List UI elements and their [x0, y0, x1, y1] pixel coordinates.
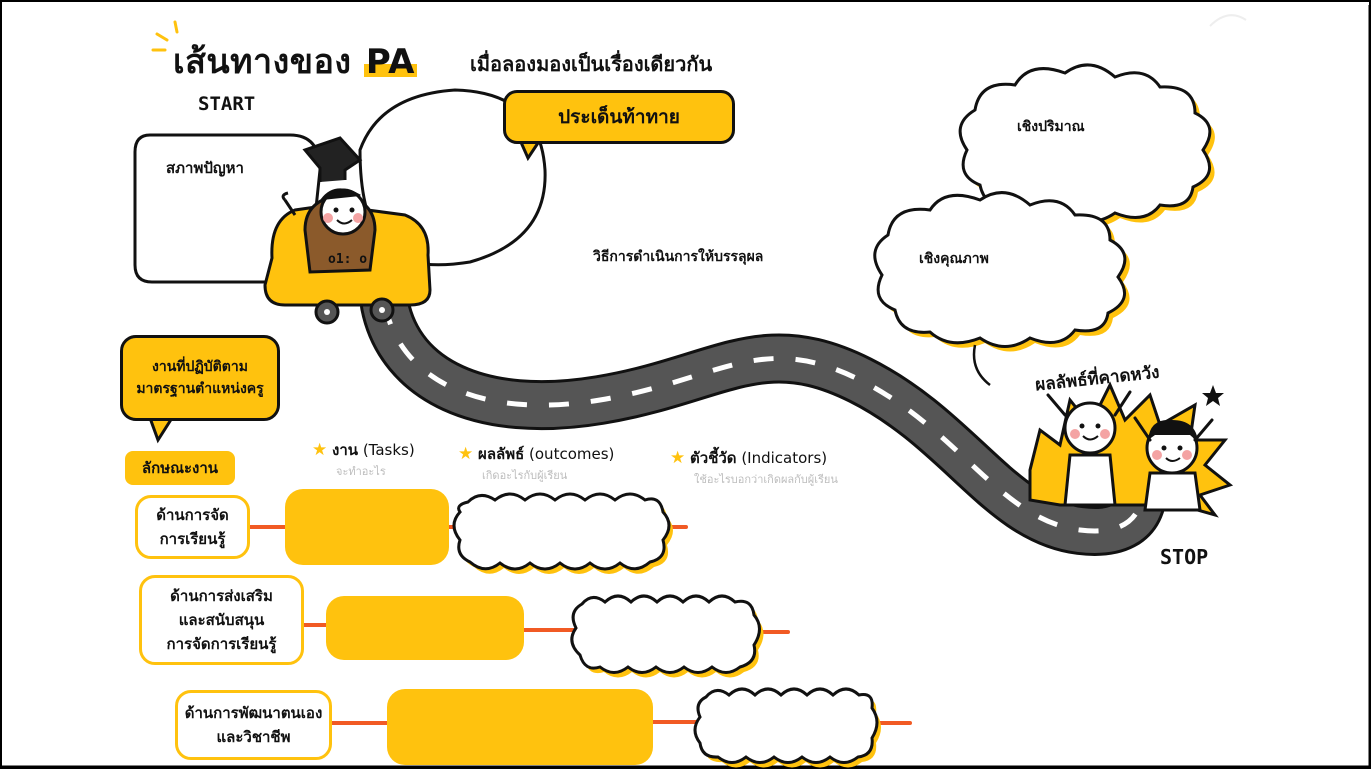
sparkle-icon — [151, 20, 179, 52]
corner-decoration — [1209, 14, 1247, 27]
page-title: เส้นทางของ PA — [173, 34, 417, 88]
quantitative-label: เชิงปริมาณ — [1017, 119, 1085, 135]
column-sub: จะทำอะไร — [336, 465, 386, 478]
task-box-row3[interactable] — [387, 689, 653, 765]
title-main: เส้นทางของ — [173, 42, 352, 82]
column-sub: ใช้อะไรบอกว่าเกิดผลกับผู้เรียน — [694, 473, 838, 486]
celebrating-kids-illustration — [1028, 381, 1234, 518]
row-label-line2: การเรียนรู้ — [159, 530, 226, 548]
road-dashes — [382, 304, 1143, 534]
task-box-row2[interactable] — [326, 596, 524, 660]
column-header-indicators: ★ ตัวชี้วัด (Indicators) ใช้อะไรบอกว่าเก… — [670, 446, 838, 488]
row-label-support: ด้านการส่งเสริม และสนับสนุน การจัดการเรี… — [139, 575, 304, 665]
qualitative-cloud — [873, 191, 1127, 348]
row-label-line2: และวิชาชีพ — [216, 728, 291, 746]
challenge-box: ประเด็นท้าทาย — [503, 90, 735, 144]
column-english: (outcomes) — [529, 445, 615, 463]
row-label-line1: ด้านการพัฒนาตนเอง — [184, 704, 323, 722]
star-icon: ★ — [312, 440, 328, 460]
column-header-outcomes: ★ ผลลัพธ์ (outcomes) เกิดอะไรกับผู้เรียน — [458, 442, 614, 484]
method-label: วิธีการดำเนินการให้บรรลุผล — [593, 249, 764, 265]
star-icon: ★ — [670, 448, 686, 468]
column-title: ผลลัพธ์ — [478, 445, 525, 463]
column-title: งาน — [332, 441, 359, 459]
column-english: (Indicators) — [741, 449, 828, 467]
star-icon — [1202, 385, 1224, 406]
column-english: (Tasks) — [362, 441, 415, 459]
row-label-development: ด้านการพัฒนาตนเอง และวิชาชีพ — [175, 690, 332, 760]
row-label-line3: การจัดการเรียนรู้ — [166, 635, 277, 653]
row-label-learning: ด้านการจัด การเรียนรู้ — [135, 495, 250, 559]
work-nature-label: ลักษณะงาน — [141, 459, 219, 477]
row-label-line2: และสนับสนุน — [178, 611, 265, 629]
car-illustration: o1: o — [263, 136, 432, 325]
page-subtitle: เมื่อลองมองเป็นเรื่องเดียวกัน — [470, 52, 713, 76]
column-sub: เกิดอะไรกับผู้เรียน — [482, 469, 568, 482]
row-label-line1: ด้านการจัด — [156, 506, 229, 524]
qualitative-label: เชิงคุณภาพ — [919, 251, 989, 267]
standards-bubble: งานที่ปฏิบัติตาม มาตรฐานตำแหน่งครู — [120, 335, 280, 421]
challenge-label: ประเด็นท้าทาย — [558, 106, 680, 128]
task-box-row1[interactable] — [285, 489, 449, 565]
standards-line1: งานที่ปฏิบัติตาม — [152, 359, 248, 375]
outcome-clouds — [452, 492, 881, 768]
svg-text:o1: o: o1: o — [328, 252, 367, 267]
column-title: ตัวชี้วัด — [690, 449, 737, 467]
standards-line2: มาตรฐานตำแหน่งครู — [136, 381, 264, 397]
title-highlight: PA — [363, 42, 417, 82]
column-header-tasks: ★ งาน (Tasks) จะทำอะไร — [312, 438, 415, 480]
problem-label: สภาพปัญหา — [166, 159, 244, 177]
start-marker: START — [198, 93, 256, 115]
star-icon: ★ — [458, 444, 474, 464]
row-label-line1: ด้านการส่งเสริม — [170, 587, 273, 605]
stop-marker: STOP — [1160, 545, 1209, 569]
work-nature-tag: ลักษณะงาน — [125, 451, 235, 485]
